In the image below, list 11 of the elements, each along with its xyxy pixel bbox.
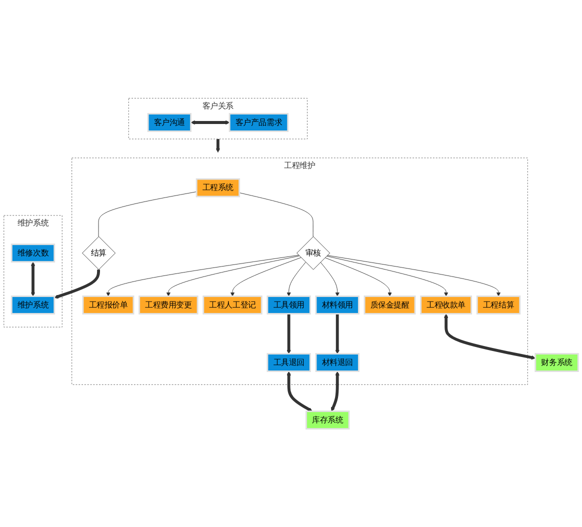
arrow: [286, 314, 291, 354]
arrow: [330, 371, 340, 412]
arrow: [54, 270, 100, 299]
arrow: [444, 314, 536, 360]
arrow: [216, 139, 220, 153]
connector: [98, 191, 197, 237]
arrow: [335, 314, 340, 354]
arrow: [30, 262, 36, 296]
arrow: [190, 120, 230, 125]
connector: [239, 192, 314, 237]
arrow: [286, 371, 312, 412]
